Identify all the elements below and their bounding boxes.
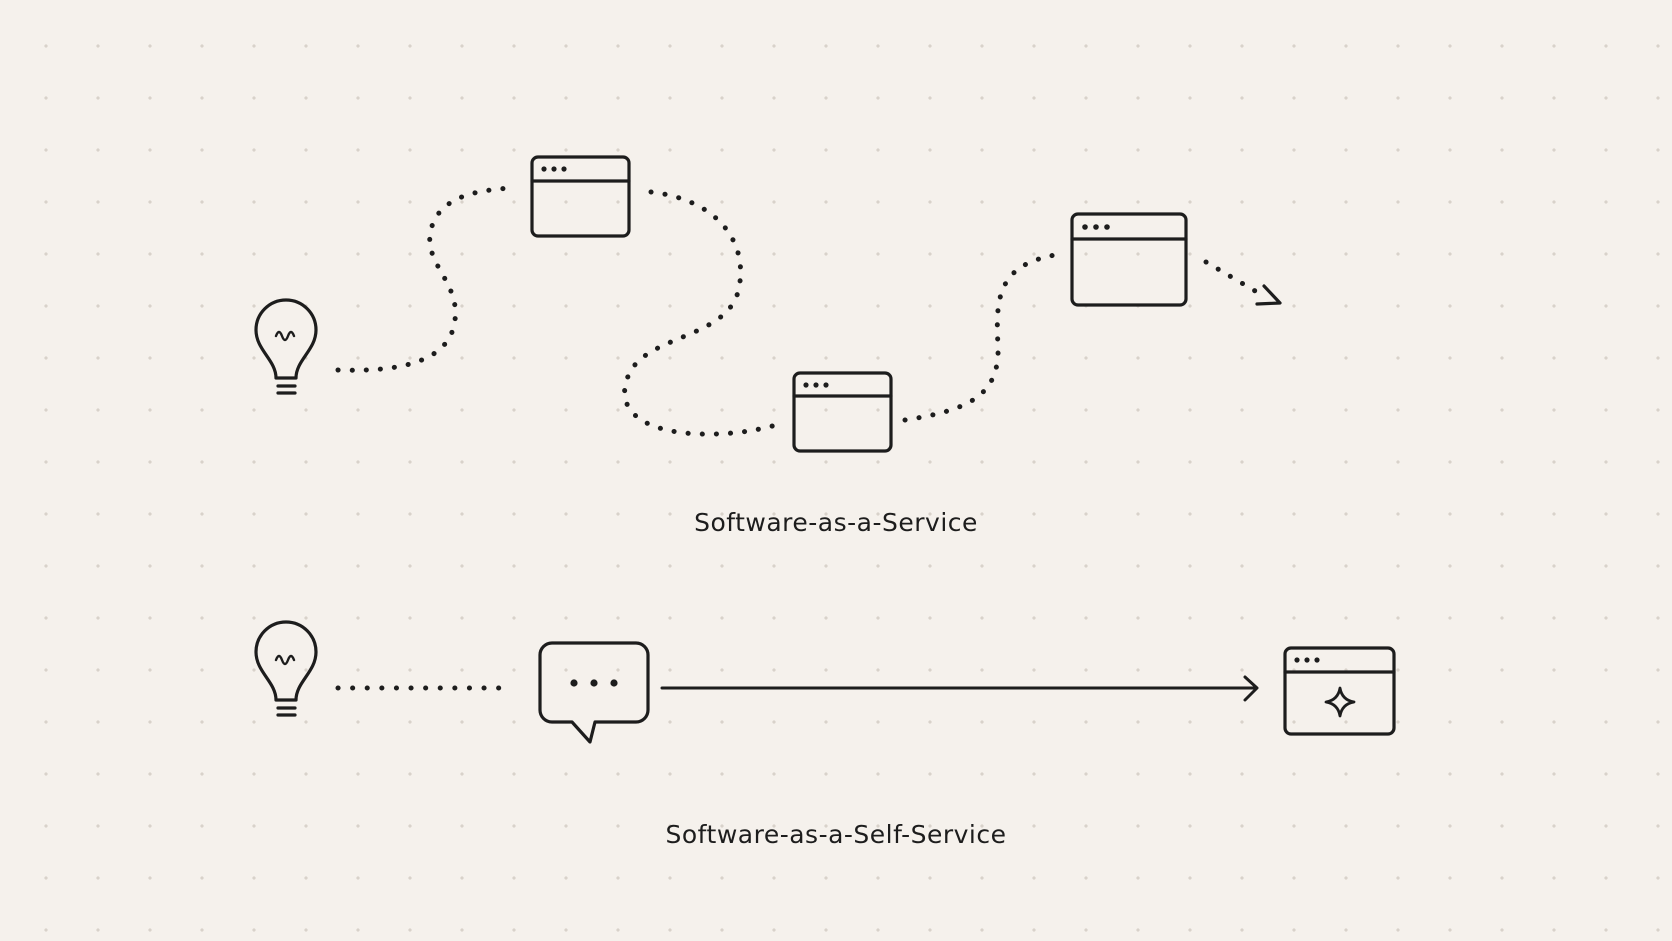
- browser-window-sparkle-icon: [1283, 646, 1396, 736]
- chat-bubble-icon: [538, 641, 650, 744]
- dotted-connector: [335, 185, 515, 373]
- browser-window-icon: [792, 371, 893, 453]
- lightbulb-icon: [254, 298, 318, 395]
- sparkle-icon: [1324, 686, 1356, 718]
- dotted-arrow-icon: [1203, 259, 1282, 306]
- dotted-connector: [902, 252, 1058, 423]
- solid-arrow-icon: [660, 675, 1259, 702]
- caption-software-as-a-self-service: Software-as-a-Self-Service: [665, 820, 1007, 849]
- lightbulb-icon: [254, 620, 318, 717]
- browser-window-icon: [530, 155, 631, 238]
- dotted-connector: [622, 189, 783, 437]
- browser-window-icon: [1070, 212, 1188, 307]
- caption-software-as-a-service: Software-as-a-Service: [694, 508, 978, 537]
